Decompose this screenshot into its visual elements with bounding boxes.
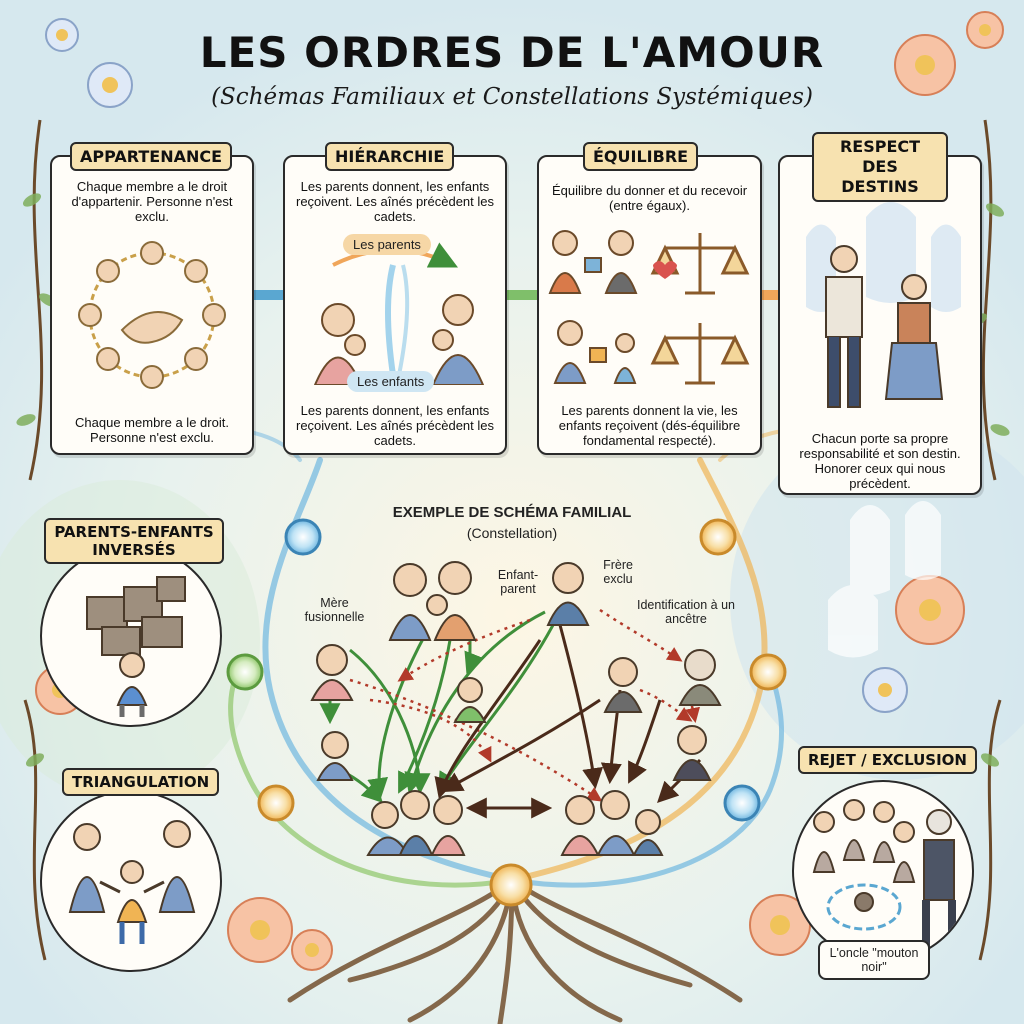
exclusion-illustration (812, 799, 956, 950)
tag-triangulation: TRIANGULATION (62, 768, 220, 796)
card-appartenance: Chaque membre a le droit d'appartenir. P… (50, 155, 254, 455)
card-equilibre-bottom-text: Les parents donnent la vie, les enfants … (558, 403, 741, 448)
flower-right-mid (895, 575, 965, 645)
card-respect-destins: Chacun porte sa propre responsabilité et… (778, 155, 982, 495)
enfant-parent-figure (546, 562, 590, 626)
node-blue-top (284, 518, 322, 556)
flower-top-left-2 (45, 18, 79, 52)
tag-hierarchie: HIÉRARCHIE (325, 142, 455, 171)
card-respect-bottom-text: Chacun porte sa propre responsabilité et… (799, 431, 961, 491)
handshake-icon (120, 311, 184, 344)
member-face (96, 347, 120, 371)
label-identification-ancetre: Identification à un ancêtre (637, 598, 735, 626)
member-face (96, 259, 120, 283)
member-face (78, 303, 102, 327)
burden-illustration (86, 576, 186, 717)
card-appartenance-top-text: Chaque membre a le droit d'appartenir. P… (71, 179, 233, 224)
node-gold-top (699, 518, 737, 556)
label-enfant-parent: Enfant-parent (497, 568, 539, 596)
equilibre-illustration (548, 230, 750, 385)
frere-exclu-figure (603, 657, 643, 713)
member-face (202, 303, 226, 327)
child-left (316, 731, 354, 781)
member-face (140, 241, 164, 265)
panel-rejet-exclusion (792, 780, 974, 962)
tag-respect-destins: RESPECT DES DESTINS (812, 132, 948, 202)
page-subtitle: (Schémas Familiaux et Constellations Sys… (211, 84, 813, 110)
speech-oncle-mouton-noir: L'oncle "mouton noir" (818, 940, 930, 980)
member-face (184, 259, 208, 283)
member-face (140, 365, 164, 389)
flower-right-mid-2 (862, 667, 908, 713)
member-face (184, 347, 208, 371)
woman-figure (884, 274, 944, 400)
pill-parents: Les parents (343, 234, 431, 255)
flower-bottom-left-2 (291, 929, 333, 971)
flower-bottom-left (227, 897, 293, 963)
tag-appartenance: APPARTENANCE (70, 142, 233, 171)
card-hierarchie-bottom-text: Les parents donnent, les enfants reçoive… (295, 403, 494, 448)
center-subtitle: (Constellation) (466, 525, 558, 541)
tag-rejet-exclusion: REJET / EXCLUSION (798, 746, 977, 774)
node-gold-right (749, 653, 787, 691)
panel-parents-enfants-inverses (40, 545, 222, 727)
tag-parents-enfants-inverses: PARENTS-ENFANTS INVERSÉS (44, 518, 224, 564)
appartenance-illustration (78, 241, 226, 389)
flower-top-left (87, 62, 133, 108)
hierarchie-illustration (313, 242, 485, 385)
pill-children: Les enfants (347, 371, 435, 392)
card-hierarchie-top-text: Les parents donnent, les enfants reçoive… (295, 179, 494, 224)
node-gold-left (257, 784, 295, 822)
father-child-figure (431, 294, 485, 385)
parent-child-gift (553, 320, 637, 384)
family-group-left (366, 790, 466, 856)
flower-top-right (894, 34, 956, 96)
balance-scale-bottom (650, 323, 750, 385)
child-center (453, 677, 487, 723)
label-mere-fusionnelle: Mère fusionnelle (304, 596, 365, 624)
family-group-right (560, 790, 664, 856)
card-hierarchie: Les parents donnent, les enfants reçoive… (283, 155, 507, 455)
ancestor-figure (678, 649, 722, 706)
card-equilibre: Équilibre du donner et du recevoir (entr… (537, 155, 762, 455)
node-green-left (226, 653, 264, 691)
label-frere-exclu: Frère exclu (603, 558, 633, 586)
couple-with-child (388, 561, 477, 641)
flower-top-right-2 (966, 11, 1004, 49)
gift-exchange-figures (548, 230, 638, 294)
panel-triangulation (40, 790, 222, 972)
center-title: EXEMPLE DE SCHÉMA FAMILIAL (392, 504, 632, 521)
heart-icon (653, 261, 677, 279)
man-figure (825, 245, 863, 408)
card-equilibre-top-text: Équilibre du donner et du recevoir (entr… (551, 183, 748, 213)
mere-fusionnelle-figure (310, 644, 354, 701)
node-blue-right (723, 784, 761, 822)
respect-illustration (806, 202, 961, 408)
triangulation-illustration (68, 820, 196, 944)
tag-equilibre: ÉQUILIBRE (583, 142, 699, 171)
node-gold-root (489, 863, 533, 907)
page-title: LES ORDRES DE L'AMOUR (199, 28, 825, 77)
card-appartenance-bottom-text: Chaque membre a le droit. Personne n'est… (75, 415, 229, 445)
young-man-figure (672, 725, 712, 781)
